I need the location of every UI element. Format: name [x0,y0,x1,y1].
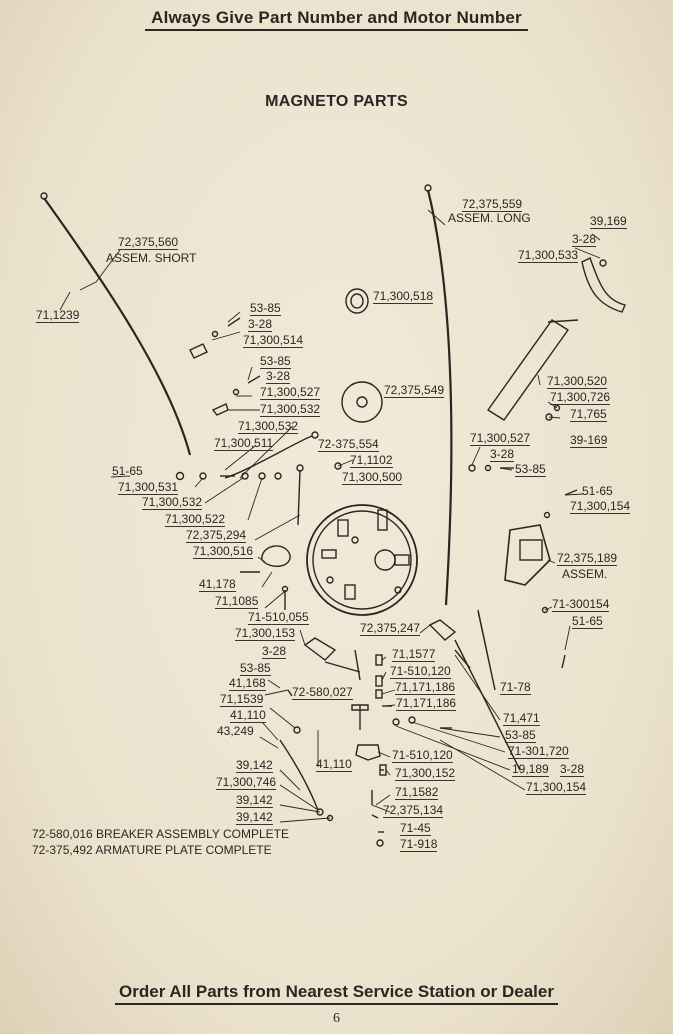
label-part-53-85: 53-85 [515,462,546,477]
label-part-72375134: 72,375,134 [383,803,444,818]
label-part-71-510055: 71-510,055 [248,610,309,625]
label-part-71300527: 71,300,527 [260,385,321,400]
label-part-51-65: 51-65 [582,484,613,498]
label-part-3-28: 3-28 [262,644,287,659]
label-part-71300532: 71,300,532 [142,495,203,510]
spring-part [261,545,291,567]
label-part-71300500: 71,300,500 [342,470,403,485]
label-part-71300520: 71,300,520 [547,374,608,389]
label-part-71300154: 71,300,154 [526,780,587,795]
label-part-51-65: 51-65 [112,464,143,478]
label-part-71300533: 71,300,533 [518,248,579,263]
label-part-71300726: 71,300,726 [550,390,611,405]
label-part-71300154: 71,300,154 [570,499,631,514]
label-part-71-300154: 71-300154 [552,597,610,612]
label-part-71-301720: 71-301,720 [508,744,569,759]
label-part-71300532: 71,300,532 [238,419,299,434]
label-part-53-85: 53-85 [505,728,536,743]
label-part-53-85: 53-85 [240,661,271,676]
label-assem: ASSEM. [562,567,608,581]
breaker-arm [428,619,457,641]
armature-plate [306,504,418,616]
label-part-51-65: 51-65 [572,614,603,629]
label-part-71-78: 71-78 [500,680,531,695]
label-assem-short: ASSEM. SHORT [106,251,197,265]
label-part-72375294: 72,375,294 [186,528,247,543]
label-part-72375559: 72,375,559 [462,197,523,212]
cam-part [341,381,383,423]
assembly-notes: 72-580,016 BREAKER ASSEMBLY COMPLETE 72-… [32,826,289,858]
bracket-part [581,257,626,313]
label-part-71-45: 71-45 [400,821,431,836]
label-part-71765: 71,765 [570,407,607,422]
coil-part [345,288,369,314]
label-part-41110: 41,110 [316,757,352,772]
label-part-71300531: 71,300,531 [118,480,179,495]
label-part-711085: 71,1085 [215,594,259,609]
page-header: Always Give Part Number and Motor Number [0,8,673,31]
label-part-71300522: 71,300,522 [165,512,226,527]
label-part-39169: 39,169 [590,214,627,229]
label-part-71300153: 71,300,153 [235,626,296,641]
label-part-41168: 41,168 [229,676,266,691]
label-part-41178: 41,178 [199,577,236,592]
label-part-53-85: 53-85 [260,354,291,369]
label-part-3-28: 3-28 [248,317,273,332]
label-part-71300516: 71,300,516 [193,544,254,559]
label-part-43249: 43,249 [217,724,254,738]
label-part-71471: 71,471 [503,711,540,726]
label-part-72-580027: 72-580,027 [292,685,353,700]
header-text: Always Give Part Number and Motor Number [145,8,528,31]
label-part-39142: 39,142 [236,810,273,825]
page-number: 6 [333,1011,340,1026]
label-part-72375549: 72,375,549 [384,383,445,398]
label-part-41110: 41,110 [230,708,266,723]
label-part-71300152: 71,300,152 [395,766,456,781]
label-assem-long: ASSEM. LONG [448,211,531,225]
label-part-71300511: 71,300,511 [214,436,274,451]
label-part-3-28: 3-28 [266,369,291,384]
note-armature-plate: 72-375,492 ARMATURE PLATE COMPLETE [32,843,272,857]
label-part-19189: 19,189 [512,762,549,777]
label-part-72375560: 72,375,560 [118,235,179,250]
label-part-71300527: 71,300,527 [470,431,531,446]
label-part-72375189: 72,375,189 [557,551,618,566]
label-part-53-85: 53-85 [250,301,281,316]
label-part-3-28: 3-28 [490,447,515,462]
label-part-71300746: 71,300,746 [216,775,277,790]
label-part-71300518: 71,300,518 [373,289,434,304]
label-part-71-510120: 71-510,120 [390,664,451,679]
label-part-3-28: 3-28 [572,232,597,247]
label-part-39-169: 39-169 [570,433,608,448]
long-rod-assembly [426,189,453,606]
page-footer: Order All Parts from Nearest Service Sta… [0,982,673,1005]
label-part-71300532: 71,300,532 [260,402,321,417]
short-rod-assembly [43,197,192,456]
label-part-71-510120: 71-510,120 [392,748,453,763]
label-part-39142: 39,142 [236,758,273,773]
label-part-711577: 71,1577 [392,647,436,662]
label-part-711102: 71,1102 [350,453,393,468]
label-part-71-918: 71-918 [400,837,438,852]
label-part-711582: 71,1582 [395,785,439,800]
label-part-3-28: 3-28 [560,762,585,777]
condenser-part [486,319,570,421]
label-part-711239: 71,1239 [36,308,80,323]
label-part-72375247: 72,375,247 [360,621,421,636]
coil-assembly [504,524,551,586]
label-part-71171186: 71,171,186 [396,696,457,711]
page-title: MAGNETO PARTS [265,93,408,110]
note-breaker-assembly: 72-580,016 BREAKER ASSEMBLY COMPLETE [32,827,290,841]
label-part-711539: 71,1539 [220,692,264,707]
footer-text: Order All Parts from Nearest Service Sta… [115,982,558,1005]
label-part-71171186: 71,171,186 [395,680,456,695]
label-part-71300514: 71,300,514 [243,333,304,348]
label-part-39142: 39,142 [236,793,273,808]
label-part-72375554: 72-375,554 [318,437,379,452]
